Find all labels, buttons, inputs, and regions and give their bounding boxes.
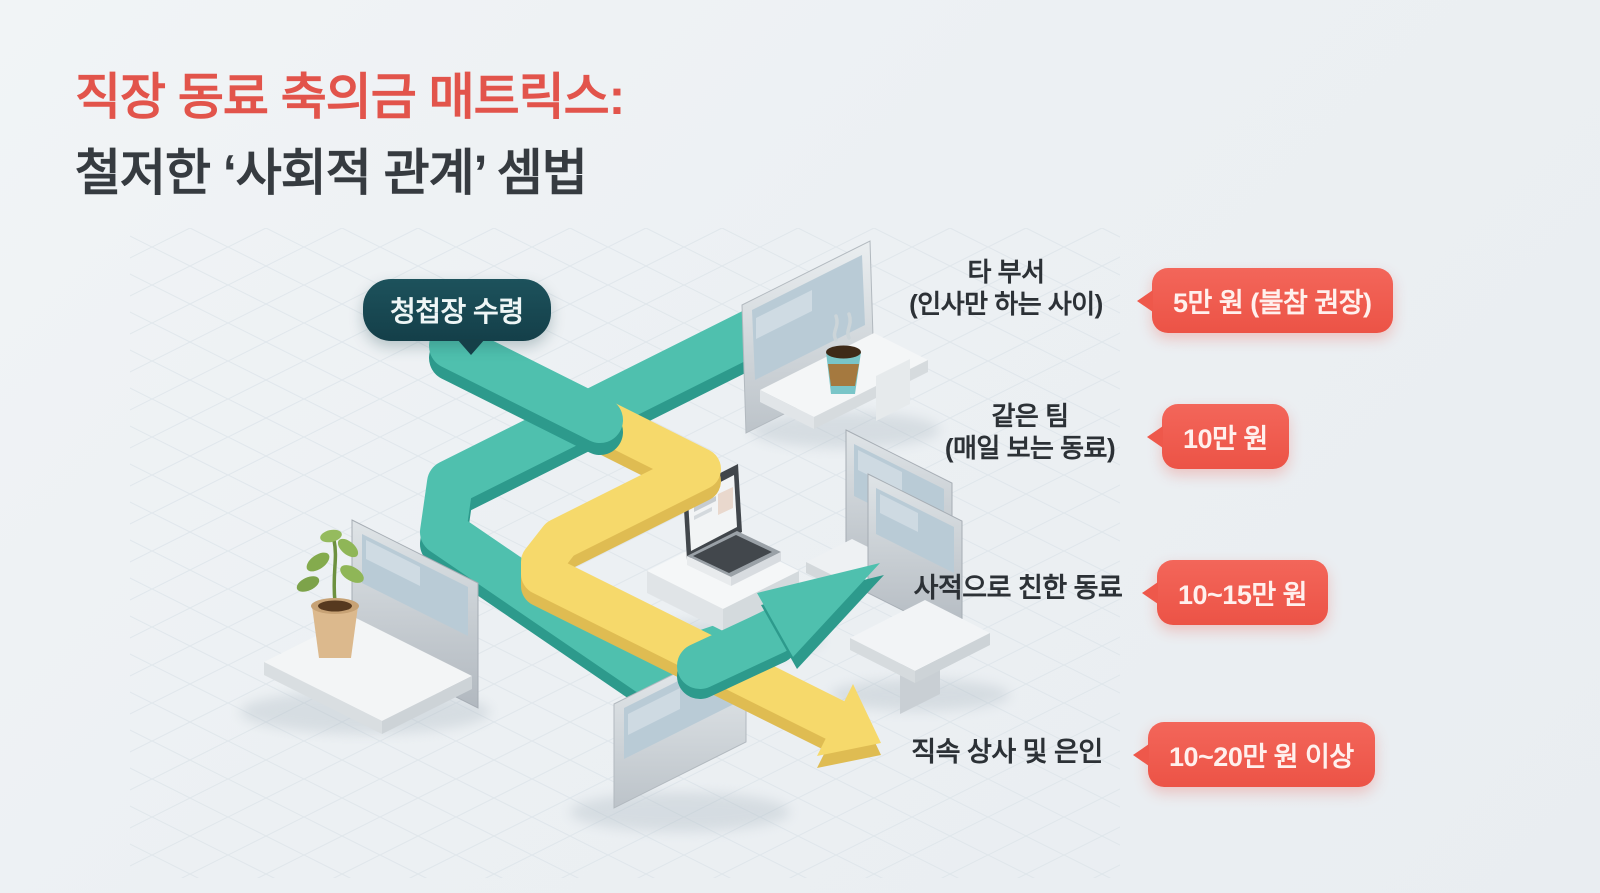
teal-flow-start — [429, 323, 623, 455]
desk-other-department — [741, 240, 928, 434]
yellow-flow-path — [521, 397, 881, 768]
teal-arrow-icon — [677, 563, 884, 699]
yellow-arrow-icon — [817, 684, 881, 768]
desk-plant — [264, 519, 479, 734]
coffee-cup-icon — [826, 312, 861, 394]
laptop-table — [647, 464, 799, 631]
desk-close-colleague — [850, 473, 990, 714]
plant-icon — [296, 529, 364, 658]
